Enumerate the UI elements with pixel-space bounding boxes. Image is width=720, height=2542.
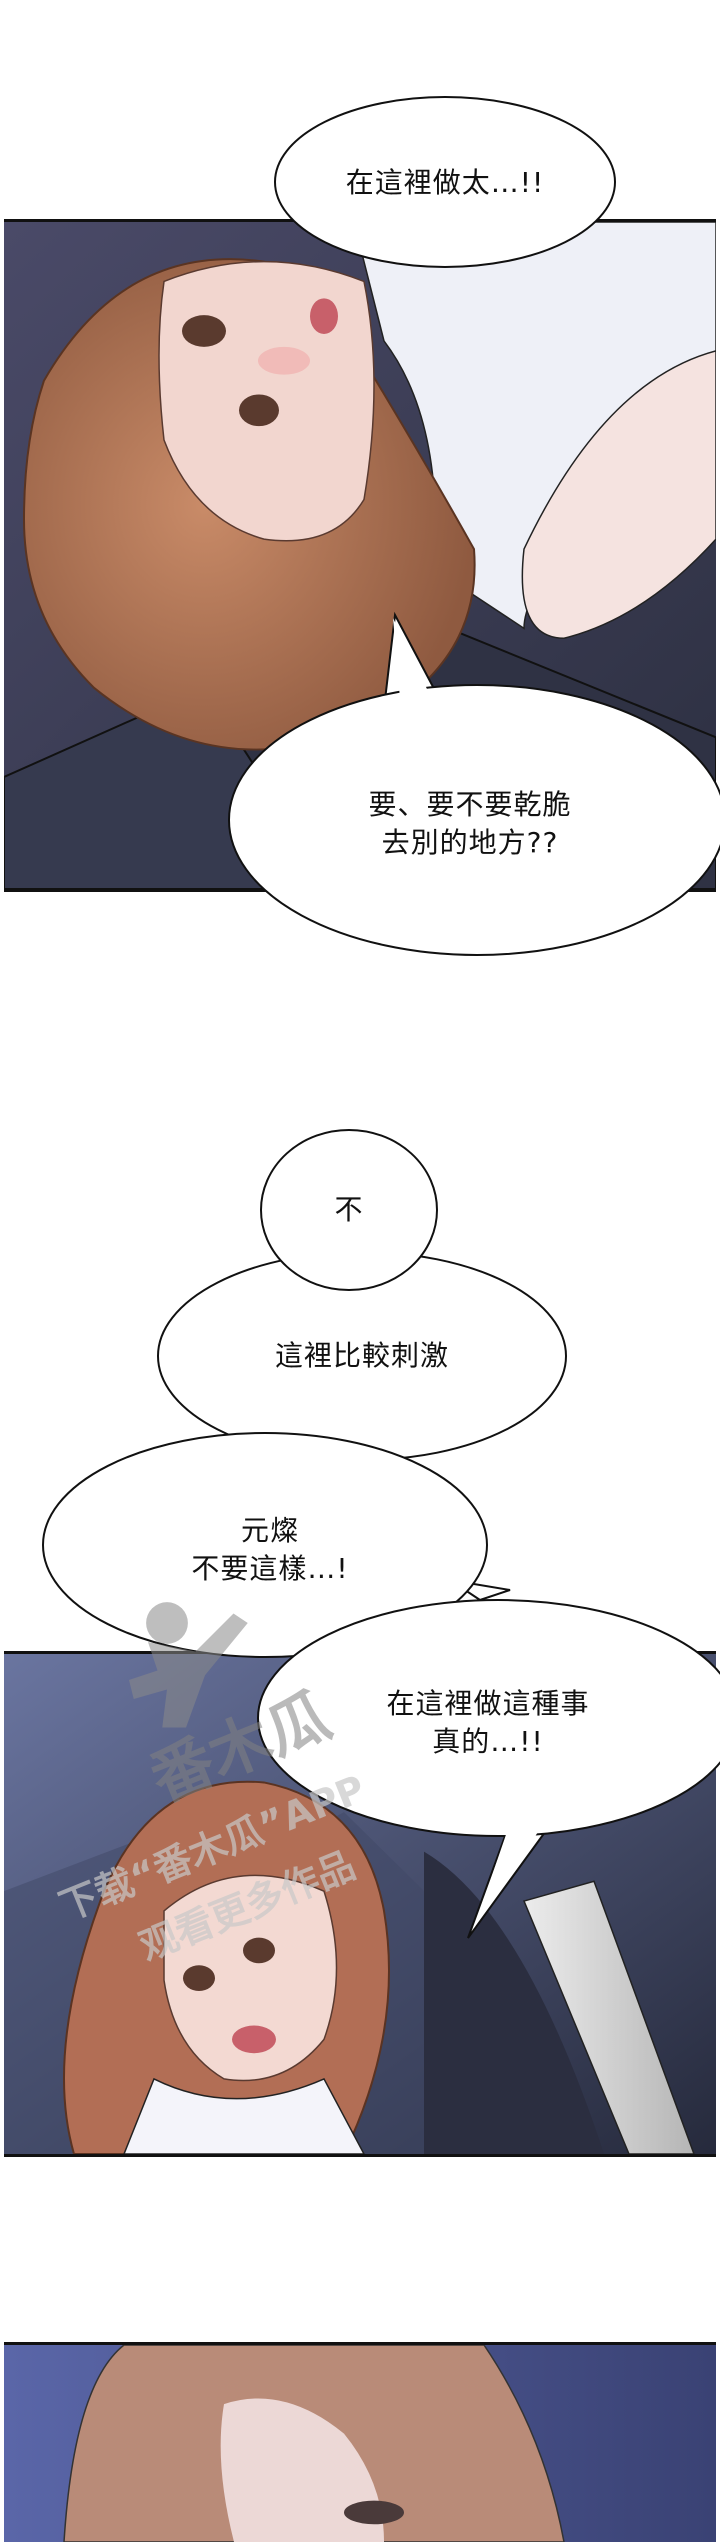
speech-bubble-1: 在這裡做太…!! (274, 96, 616, 269)
speech-bubble-outline (42, 1432, 511, 1658)
speech-bubble-text: 在這裡做太…!! (274, 96, 616, 269)
bubble-2-line-1: 要、要不要乾脆 (368, 788, 572, 821)
speech-bubble-text: 這裡比較刺激 (156, 1250, 568, 1502)
bubble-6-line-2: 真的…!! (432, 1725, 544, 1758)
speech-bubble-text: 在這裡做這種事 真的…!! (248, 1598, 720, 1848)
comic-panel-2 (4, 1651, 716, 2157)
speech-bubble-outline (228, 611, 720, 956)
speech-bubble-text: 元燦 不要這樣…! (40, 1430, 530, 1670)
speech-bubble-6: 在這裡做這種事 真的…!! (248, 1598, 720, 1939)
bubble-1-line-1: 在這裡做太…!! (345, 165, 545, 199)
bubble-2-line-2: 去別的地方?? (381, 826, 559, 859)
speech-bubble-outline (274, 96, 616, 268)
bubble-3-line-1: 不 (334, 1193, 364, 1226)
bubble-5-line-1: 元燦 (240, 1514, 299, 1547)
bubble-6-line-1: 在這裡做這種事 (386, 1687, 590, 1720)
comic-panel-3 (4, 2342, 716, 2542)
bubble-5-line-2: 不要這樣…! (191, 1552, 349, 1585)
bubble-4-line-1: 這裡比較刺激 (274, 1339, 449, 1372)
speech-bubble-text: 要、要不要乾脆 去別的地方?? (215, 670, 720, 968)
speech-bubble-4: 這裡比較刺激 (156, 1250, 568, 1462)
speech-bubble-text: 不 (259, 1128, 439, 1292)
panel-3-illustration (4, 2345, 716, 2542)
speech-bubble-outline (260, 1129, 438, 1291)
speech-bubble-outline (257, 1599, 720, 1939)
speech-bubble-5: 元燦 不要這樣…! (40, 1430, 511, 1670)
speech-bubble-2: 要、要不要乾脆 去別的地方?? (215, 611, 720, 958)
speech-bubble-3: 不 (259, 1128, 439, 1292)
